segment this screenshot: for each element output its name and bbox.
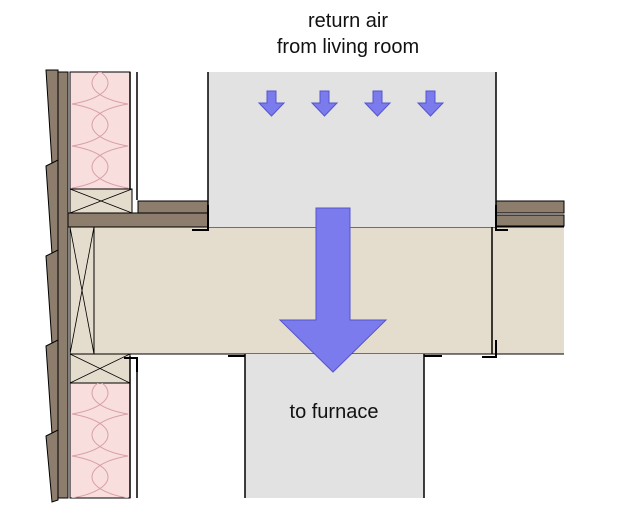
small-airflow-arrows — [257, 90, 445, 117]
down-arrow-icon — [416, 90, 445, 117]
lower-wall-insulation — [69, 356, 138, 499]
to-furnace-label: to furnace — [290, 401, 379, 423]
upper-wall-insulation — [69, 71, 138, 200]
upper-return-duct — [192, 72, 508, 231]
down-arrow-icon — [310, 90, 339, 117]
return-air-label-line2: from living room — [277, 36, 419, 58]
exterior-siding — [45, 69, 69, 503]
lower-duct-to-furnace — [228, 354, 442, 498]
down-arrow-icon — [363, 90, 392, 117]
large-down-arrow-icon — [278, 207, 388, 373]
return-air-label-line1: return air — [308, 10, 388, 32]
top-plate — [69, 188, 133, 214]
sill-plate — [69, 353, 131, 384]
subfloor-right — [495, 200, 565, 227]
subfloor-left — [67, 200, 209, 228]
down-arrow-icon — [257, 90, 286, 117]
rim-joist — [69, 226, 95, 355]
joist-duct-panning — [482, 227, 497, 358]
